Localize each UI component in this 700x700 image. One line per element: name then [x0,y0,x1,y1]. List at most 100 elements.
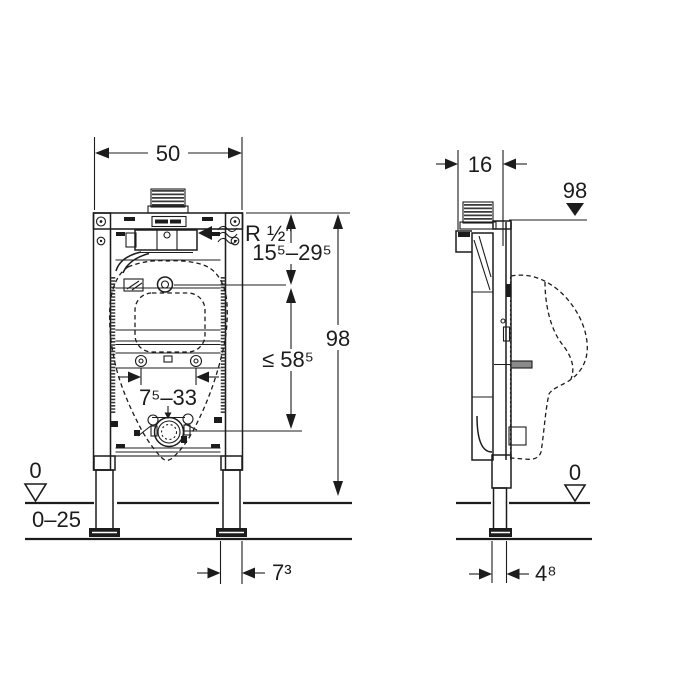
brand-label-plate [151,215,187,228]
corner-screw [95,216,107,227]
flange-tab [150,425,158,437]
panel-clip [116,444,125,448]
side-corrugated-pipe [459,201,497,230]
front-legs [89,455,247,537]
drain-height-limit-label: ≤ 58⁵ [262,347,314,372]
fixing-bolt [189,354,203,368]
drain-screw [147,414,159,426]
front-dimension-foot-width: 7³ [197,541,292,585]
side-leg [489,454,512,537]
panel-clip [211,444,220,448]
leg-collar [220,455,243,471]
supply-thread-label: R ½″ [245,221,293,246]
front-dimension-outlet-range: 7⁵–33 [118,368,219,410]
corner-screw [96,236,106,246]
label-backing [140,388,196,408]
pipe-body [150,188,186,208]
bracket-hatch [131,282,143,291]
brace-diagonal [473,239,491,291]
front-urinal-outline [108,260,228,462]
datum-triangle-icon [23,483,48,503]
linkage [137,424,153,437]
supply-valve [125,232,137,248]
inner-panel [109,228,227,457]
inlet-bracket [123,278,144,292]
inlet-socket [156,276,174,293]
arrowhead-right [128,371,141,383]
plate-block [505,284,511,297]
plate-slot [502,326,511,342]
label-backing [323,325,353,350]
drain-socket-bore [160,423,178,441]
supply-box [134,229,198,251]
leg-tube [95,469,114,531]
urinal-bowl-dashed [544,281,574,380]
drain-socket-ring [157,420,181,444]
edge-mark [110,421,118,427]
screw-dot [99,239,103,243]
arrowhead-right [228,147,242,159]
front-dimension-overall-height: 98 [323,214,353,496]
front-view: 50 [23,137,353,585]
drain-socket [153,416,185,448]
arrowhead-right [445,158,458,170]
arrowhead-down [286,414,296,429]
bracket-pad [458,232,470,237]
urinal-body-dashed [510,274,588,460]
width-label: 50 [156,141,180,166]
height-marker-label: 98 [563,178,587,203]
label-print-mark [170,219,181,224]
fixing-bolt [134,354,148,368]
depth-label: 16 [468,152,492,177]
front-corrugated-pipe [147,188,189,214]
panel-clip [211,232,220,236]
arrowhead-left [196,371,209,383]
side-height-marker: 98 [509,178,587,221]
outlet-range-label: 7⁵–33 [139,385,197,410]
foot-depth-label: 4⁸ [535,561,557,586]
screw-dot [99,220,103,223]
leg-tube [492,487,508,530]
arrowhead-left [503,158,516,170]
corner-screw [230,236,240,246]
arrowhead-left [242,567,255,579]
inlet-height-range-label: 15⁵–29⁵ [252,240,331,265]
arrowhead-up [333,214,343,229]
wall-bracket [455,230,472,253]
bracket-hatch [126,280,140,290]
leg-collar [491,454,512,489]
edge-mark [214,417,222,423]
mounting-bolt [510,360,533,369]
arrowhead-down [286,270,296,285]
overall-height-label: 98 [326,326,350,351]
housing [471,232,494,461]
floor-buildup-range-label: 0–25 [32,507,81,532]
panel-clip [116,232,125,236]
left-rail [92,212,112,471]
flush-pipe-curve [115,251,142,272]
brace-diagonal [478,235,492,278]
arrowhead-up [286,214,296,229]
rail-clip [163,355,173,363]
drain-elbow [476,415,493,453]
drain-screw [182,413,194,425]
urinal-opening-dashed [134,292,206,353]
drain-clamp [181,436,187,443]
front-datum-symbol: 0 0–25 [23,458,81,532]
front-floor-lines [25,501,352,541]
leg-collar [93,455,116,471]
rail-mark [202,217,213,221]
arrowhead-right [479,568,492,580]
drain-connector [508,426,527,446]
supply-arrow-icon [198,226,212,240]
label-print-mark [155,219,168,224]
wavy-flow-icon [217,231,238,239]
side-view: 16 98 [436,150,592,586]
side-frame-profile [455,220,533,461]
floor-datum-label: 0 [569,460,581,485]
front-inlet-fitting [123,276,174,293]
inlet-socket-bore [160,280,170,289]
arrowhead-right [207,567,221,579]
front-drain-assembly [110,406,222,448]
